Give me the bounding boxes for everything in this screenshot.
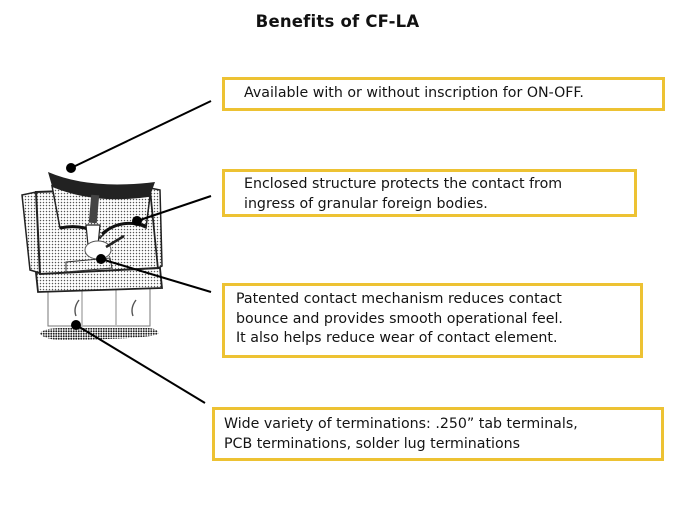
leader-lines bbox=[70, 100, 212, 404]
callout-text: It also helps reduce wear of contact ele… bbox=[236, 330, 558, 346]
page-title-text: Benefits of CF-LA bbox=[255, 12, 420, 31]
callout-box-contact-mechanism: Patented contact mechanism reduces conta… bbox=[222, 283, 643, 358]
callout-dot-4 bbox=[71, 320, 81, 330]
callout-dot-2 bbox=[132, 216, 142, 226]
callout-dot-1 bbox=[66, 163, 76, 173]
callout-box-enclosed-structure: Enclosed structure protects the contact … bbox=[222, 169, 637, 217]
rocker-actuator bbox=[48, 172, 155, 240]
callout-text: Available with or without inscription fo… bbox=[244, 85, 584, 101]
callout-text: PCB terminations, solder lug termination… bbox=[224, 435, 521, 452]
leader-line-4 bbox=[75, 324, 206, 404]
callout-box-inscription: Available with or without inscription fo… bbox=[222, 77, 665, 111]
callout-text: Patented contact mechanism reduces conta… bbox=[236, 291, 562, 307]
leader-line-2 bbox=[136, 195, 212, 222]
callout-text: ingress of granular foreign bodies. bbox=[244, 195, 488, 212]
callout-text: Wide variety of terminations: .250” tab … bbox=[224, 416, 578, 432]
callout-box-terminations: Wide variety of terminations: .250” tab … bbox=[212, 407, 664, 461]
terminal-block bbox=[47, 287, 151, 327]
leader-line-3 bbox=[100, 258, 212, 293]
leader-line-1 bbox=[70, 100, 212, 169]
callout-text: bounce and provides smooth operational f… bbox=[236, 310, 563, 327]
callout-dots bbox=[66, 163, 142, 330]
page-title: Benefits of CF-LA bbox=[0, 12, 675, 31]
callout-dot-3 bbox=[96, 254, 106, 264]
switch-base-shadow bbox=[40, 328, 159, 340]
callout-text: Enclosed structure protects the contact … bbox=[244, 176, 563, 192]
